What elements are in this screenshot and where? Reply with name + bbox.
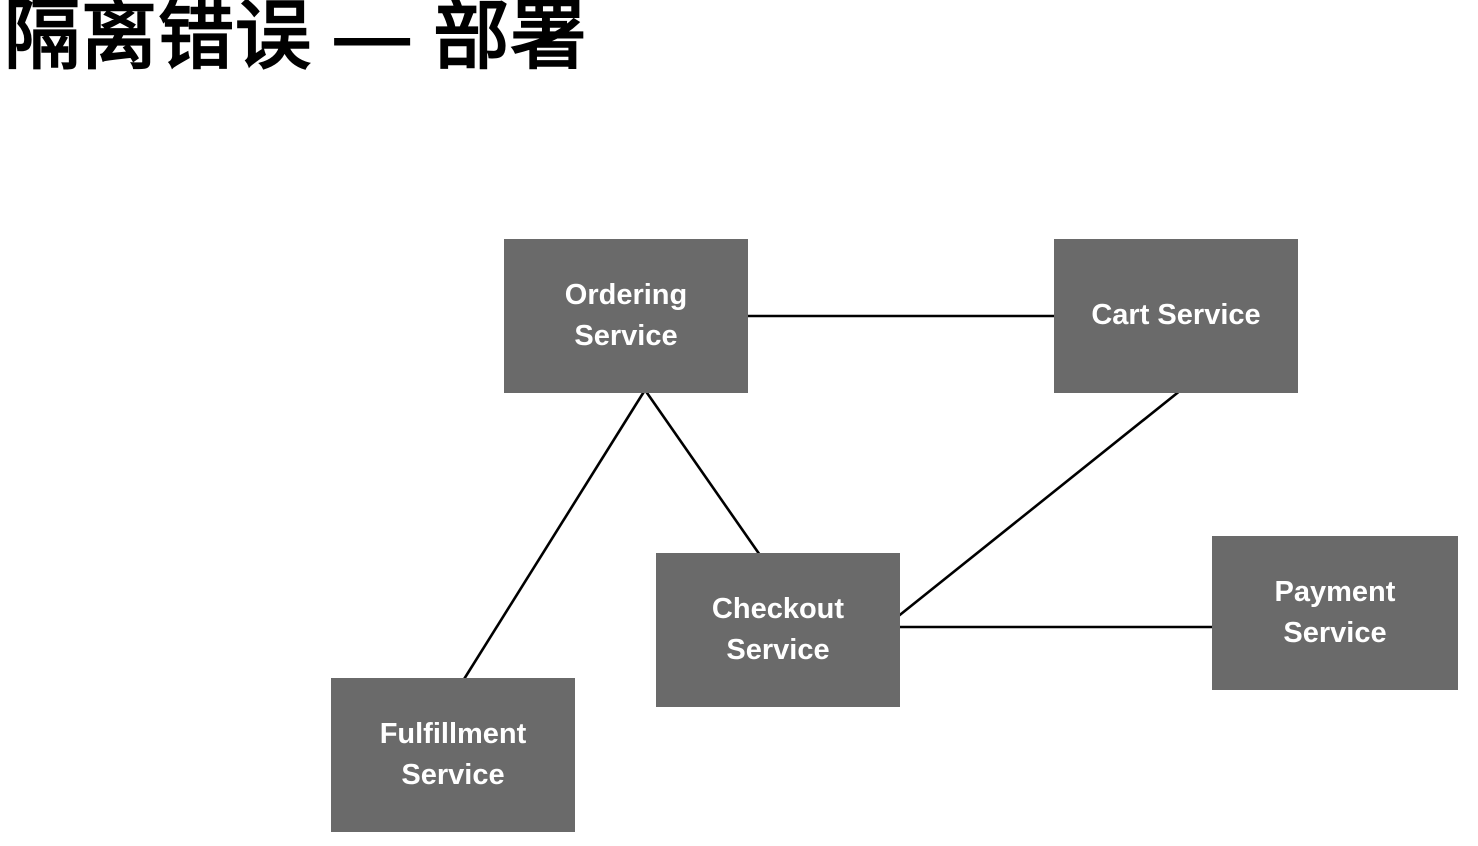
node-ordering-service: Ordering Service (504, 239, 748, 393)
node-checkout-service-label: Checkout Service (711, 592, 845, 666)
edge-checkout-cart (895, 388, 1182, 620)
node-cart-service-label: Cart Service (1091, 299, 1261, 332)
edge-ordering-fulfillment (459, 389, 647, 685)
node-fulfillment-service: Fulfillment Service (331, 678, 575, 832)
node-payment-service: Payment Service (1212, 536, 1458, 690)
edge-ordering-checkout (643, 389, 764, 559)
page-title: 隔离错误 — 部署 (4, 0, 588, 79)
node-checkout-service: Checkout Service (656, 553, 900, 707)
node-cart-service: Cart Service (1054, 239, 1298, 393)
node-payment-service-label: Payment Service (1274, 575, 1396, 649)
node-fulfillment-service-label: Fulfillment Service (379, 717, 527, 791)
node-ordering-service-label: Ordering Service (564, 278, 688, 352)
